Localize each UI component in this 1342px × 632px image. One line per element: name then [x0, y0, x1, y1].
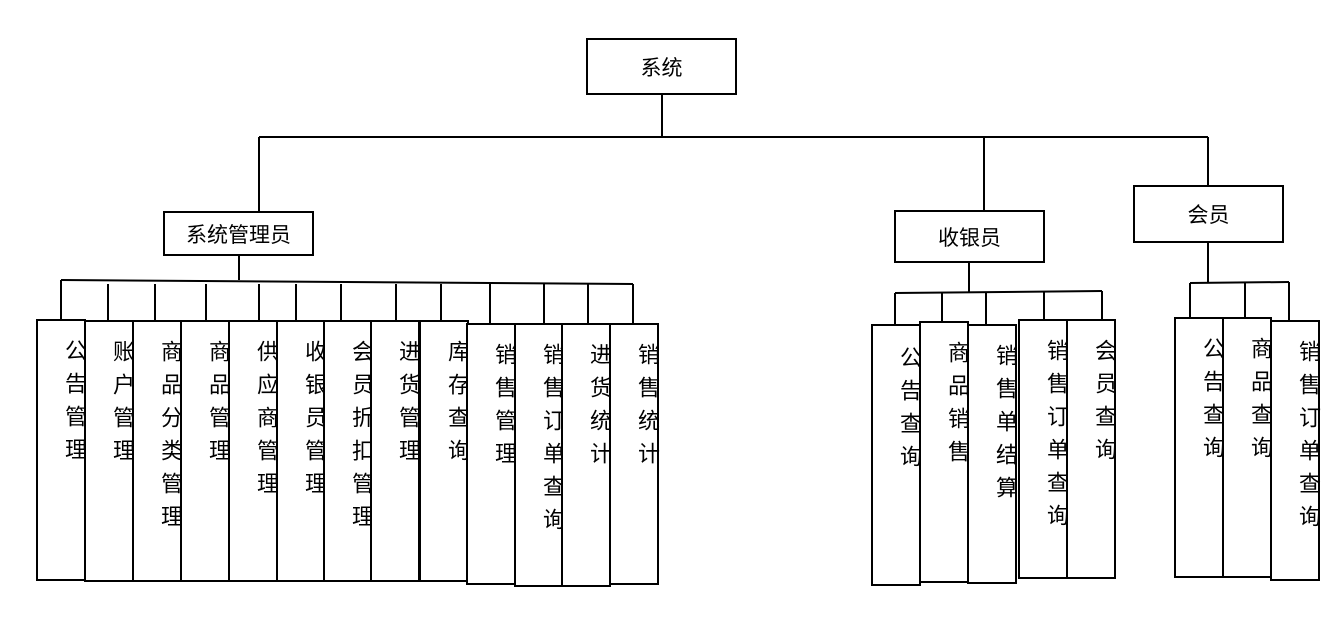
cashier-child-node: 会员查询	[1066, 319, 1116, 579]
admin-child-node: 供应商管理	[228, 320, 278, 582]
admin-child-node: 商品管理	[180, 320, 230, 582]
admin-child-node: 销售管理	[466, 323, 516, 585]
admin-child-node: 进货统计	[561, 323, 611, 587]
cashier-child-node: 销售单结算	[967, 324, 1017, 584]
role-node-cashier: 收银员	[894, 210, 1045, 263]
member-child-node: 公告查询	[1174, 317, 1224, 578]
admin-child-node: 账户管理	[84, 320, 134, 582]
role-node-admin: 系统管理员	[163, 211, 314, 256]
admin-child-node: 销售订单查询	[514, 323, 564, 587]
admin-child-node: 库存查询	[419, 320, 469, 582]
role-node-member: 会员	[1133, 185, 1284, 243]
member-child-node: 销售订单查询	[1270, 320, 1320, 581]
cashier-child-node: 商品销售	[919, 321, 969, 583]
admin-child-node: 进货管理	[370, 320, 420, 582]
admin-child-node: 公告管理	[36, 319, 86, 581]
admin-child-node: 会员折扣管理	[323, 320, 373, 582]
member-child-node: 商品查询	[1222, 317, 1272, 578]
admin-child-node: 收银员管理	[276, 320, 326, 582]
root-node-system: 系统	[586, 38, 737, 95]
cashier-child-node: 公告查询	[871, 324, 921, 586]
admin-child-node: 销售统计	[609, 323, 659, 585]
cashier-child-node: 销售订单查询	[1018, 319, 1068, 579]
admin-child-node: 商品分类管理	[132, 320, 182, 582]
